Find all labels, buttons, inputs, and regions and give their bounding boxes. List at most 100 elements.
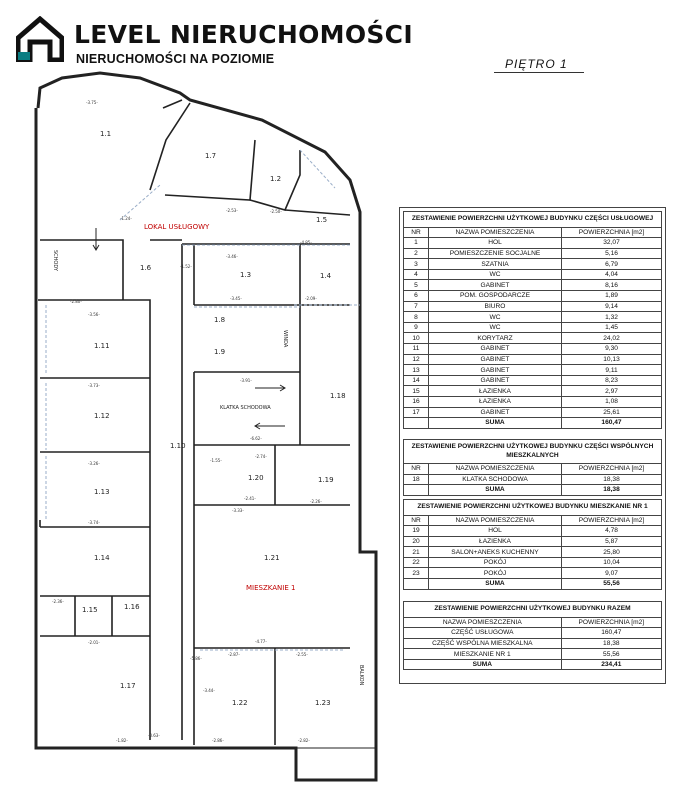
stairs-arrows (92, 228, 286, 430)
common-sum-label: SUMA (428, 484, 562, 496)
cell-area: 1,89 (561, 290, 662, 302)
cell-name: KLATKA SCHODOWA (428, 473, 562, 486)
cell-name: ŁAZIENKA (428, 396, 562, 408)
room-number-label: 1.9 (214, 348, 225, 356)
service-table-title: ZESTAWIENIE POWIERZCHNI UŻYTKOWEJ BUDYNK… (403, 211, 662, 228)
cell-nr: 4 (403, 268, 429, 281)
cell-nr: 6 (403, 290, 429, 302)
cell-area: 4,78 (561, 525, 662, 537)
dimension-label: -2.74- (255, 454, 267, 459)
apartment-table-title: ZESTAWIENIE POWIERZCHNI UŻYTKOWEJ BUDYNK… (403, 499, 662, 516)
dimension-label: -2.86- (212, 738, 224, 743)
cell-area: 25,80 (561, 546, 662, 558)
dimension-label: -4.77- (255, 639, 267, 644)
cell-nr: 5 (403, 279, 429, 292)
cell-nr: 11 (403, 343, 429, 355)
room-number-label: 1.14 (94, 554, 110, 562)
cell-name: ŁAZIENKA (428, 535, 562, 548)
dimension-label: -2.80- (70, 299, 82, 304)
cell-area: 32,07 (561, 237, 662, 249)
cell-name: GABINET (428, 364, 562, 376)
col-header-area: POWIERZCHNIA [m2] (561, 514, 662, 527)
room-number-label: 1.4 (320, 272, 332, 280)
room-number-label: 1.8 (214, 316, 225, 324)
dimension-label: -2.41- (244, 496, 256, 501)
tables-frame (399, 207, 666, 684)
col-header-nr: NR (403, 463, 429, 475)
dimension-label: -1.55- (210, 458, 222, 463)
room-number-label: 1.15 (82, 606, 98, 614)
room-number-label: 1.22 (232, 699, 248, 707)
brand-tagline: NIERUCHOMOŚCI NA POZIOMIE (76, 52, 275, 66)
dimension-label: -2.01- (88, 640, 100, 645)
winda-label: WINDA (282, 330, 288, 348)
cell-name: WC (428, 268, 562, 281)
cell-name: GABINET (428, 406, 562, 419)
balkon-label: BALKON (358, 665, 364, 686)
cell-name: POKÓJ (428, 556, 562, 569)
cell-name: KORYTARZ (428, 332, 562, 345)
cell-area: 1,45 (561, 321, 662, 334)
cell-area: 8,16 (561, 279, 662, 292)
dimension-label: -3.56- (88, 312, 100, 317)
dimension-label: -3.74- (88, 520, 100, 525)
dimension-label: -3.73- (88, 383, 100, 388)
col-header-name: NAZWA POMIESZCZENIA (403, 616, 562, 629)
cell-nr: 12 (403, 353, 429, 366)
service-sum-value: 160,47 (561, 417, 662, 429)
col-header-area: POWIERZCHNIA [m2] (561, 463, 662, 475)
cell-name: MIESZKANIE NR 1 (403, 648, 562, 660)
stairs-label: KLATKA SCHODOWA (220, 405, 271, 411)
cell-name: CZĘŚĆ USŁUGOWA (403, 627, 562, 639)
inner-walls (38, 99, 351, 745)
cell-nr: 13 (403, 364, 429, 376)
col-header-nr: NR (403, 514, 429, 527)
cell-nr: 3 (403, 258, 429, 270)
cell-name: ŁAZIENKA (428, 385, 562, 397)
cell-nr: 2 (403, 247, 429, 260)
col-header-name: NAZWA POMIESZCZENIA (428, 463, 562, 475)
room-number-label: 1.20 (248, 474, 264, 482)
dashed-lines (45, 149, 360, 651)
dimension-label: -2.87- (228, 652, 240, 657)
cell-name: GABINET (428, 343, 562, 355)
total-sum-label: SUMA (403, 658, 562, 671)
dimension-label: -1.52- (180, 264, 192, 269)
dimension-label: -2.82- (298, 738, 310, 743)
cell-name: POKÓJ (428, 567, 562, 580)
cell-nr: 22 (403, 556, 429, 569)
cell-name: SALON+ANEKS KUCHENNY (428, 546, 562, 558)
cell-name: GABINET (428, 279, 562, 292)
service-table: ZESTAWIENIE POWIERZCHNI UŻYTKOWEJ BUDYNK… (403, 211, 662, 429)
cell-area: 55,56 (560, 648, 663, 660)
balcony-outline (295, 747, 377, 781)
apartment-sum-label: SUMA (428, 578, 562, 590)
cell-nr: 9 (403, 321, 429, 334)
cell-area: 5,87 (561, 535, 662, 548)
cell-nr: 16 (403, 396, 429, 408)
dimension-label: -1.82- (116, 738, 128, 743)
room-number-label: 1.7 (205, 152, 216, 160)
room-number-label: 1.19 (318, 476, 334, 484)
cell-nr: 19 (403, 525, 429, 537)
service-sum-label: SUMA (428, 417, 562, 429)
cell-nr: 1 (403, 237, 429, 249)
dimension-label: -2.55- (296, 652, 308, 657)
room-number-label: 1.13 (94, 488, 110, 496)
dimension-label: -2.53- (226, 208, 238, 213)
cell-nr: 8 (403, 311, 429, 323)
apartment-table: ZESTAWIENIE POWIERZCHNI UŻYTKOWEJ BUDYNK… (403, 499, 662, 590)
cell-name: GABINET (428, 374, 562, 387)
col-header-name: NAZWA POMIESZCZENIA (428, 514, 562, 527)
total-sum-value: 234,41 (560, 658, 663, 671)
col-header-name: NAZWA POMIESZCZENIA (428, 226, 562, 239)
